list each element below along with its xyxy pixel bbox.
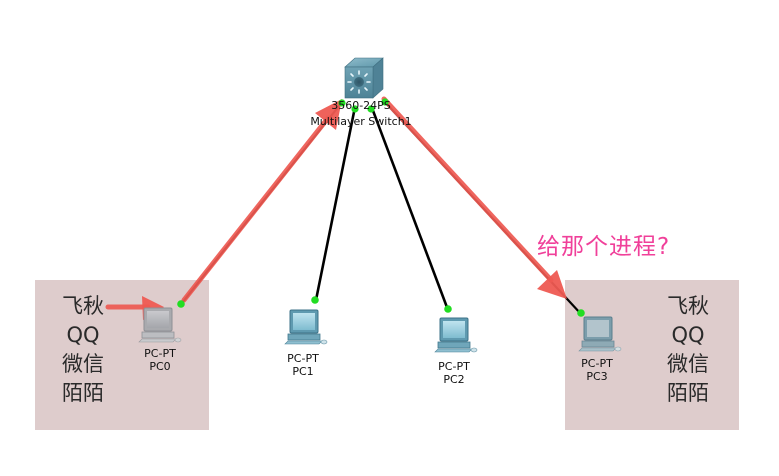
pc0-label: PC-PT PC0 [138,347,182,373]
app-list-right: 飞秋 QQ 微信 陌陌 [656,292,720,408]
port-status-up-icon [577,309,585,317]
annotation-arrows [105,96,567,320]
pc3-name-label: PC3 [586,370,608,383]
pc1-icon[interactable] [284,309,328,345]
pc0-icon[interactable] [138,307,182,343]
arrow-pc0-to-switch [181,99,342,303]
app-label: 微信 [667,352,709,376]
pc0-name-label: PC0 [149,360,171,373]
app-label: 飞秋 [667,294,709,318]
links [181,99,582,315]
app-label: 陌陌 [62,381,104,405]
pc2-model-label: PC-PT [438,360,470,373]
pc1-name-label: PC1 [292,365,314,378]
pc0-model-label: PC-PT [144,347,176,360]
pc3-icon[interactable] [578,316,622,352]
app-label: QQ [66,323,100,347]
app-label: 飞秋 [62,294,104,318]
arrow-switch-to-pc3 [381,96,567,299]
pc1-model-label: PC-PT [287,352,319,365]
link-switch-pc1[interactable] [314,106,357,301]
port-status-up-icon [177,300,185,308]
port-indicators [177,98,585,317]
pc3-model-label: PC-PT [581,357,613,370]
port-status-up-icon [311,296,319,304]
link-switch-pc2[interactable] [370,107,450,311]
annotation-question: 给那个进程? [537,234,671,260]
port-status-up-icon [338,99,346,107]
port-status-up-icon [444,305,452,313]
multilayer-switch-icon[interactable] [344,57,384,99]
switch-model-label: 3560-24PS [331,99,391,112]
pc1-label: PC-PT PC1 [281,352,325,378]
pc2-icon[interactable] [434,317,478,353]
app-label: 微信 [62,352,104,376]
port-status-up-icon [381,98,389,106]
port-status-up-icon [367,105,375,113]
pc3-label: PC-PT PC3 [575,357,619,383]
switch-name-label: Multilayer Switch1 [310,115,412,128]
app-label: 陌陌 [667,381,709,405]
app-list-left: 飞秋 QQ 微信 陌陌 [51,292,115,408]
pc2-label: PC-PT PC2 [432,360,476,386]
app-label: QQ [671,323,705,347]
app-box-right [565,280,739,430]
pc2-name-label: PC2 [443,373,465,386]
port-status-up-icon [351,105,359,113]
